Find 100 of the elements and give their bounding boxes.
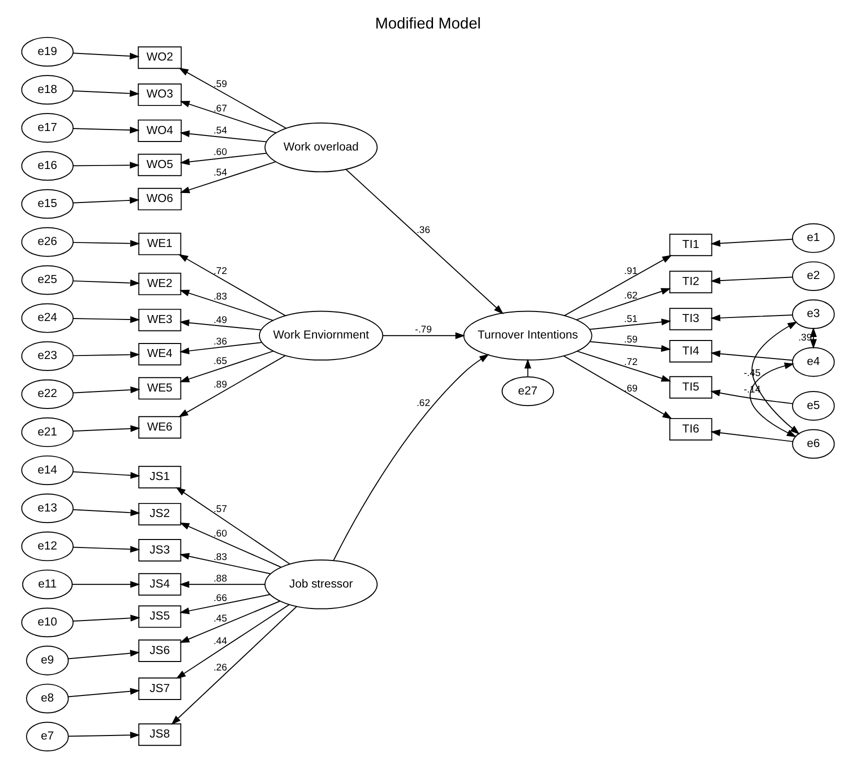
arrow	[72, 240, 140, 247]
arrow	[72, 509, 140, 516]
node-ellipse: e18	[20, 75, 74, 105]
node-ellipse: Turnover Intentions	[462, 310, 592, 361]
node-box: TI2	[668, 270, 712, 294]
edge-label: .36	[416, 225, 430, 236]
arrow	[710, 314, 793, 322]
node-ellipse: e26	[20, 227, 74, 257]
node-box: JS5	[138, 605, 181, 628]
node-box: WO3	[137, 83, 182, 106]
node-box: TI5	[668, 376, 712, 399]
arrow	[72, 90, 140, 97]
node-ellipse: e14	[20, 455, 74, 486]
arrow	[72, 386, 140, 394]
node-box: JS1	[138, 466, 181, 488]
arrow	[72, 162, 140, 169]
edge-label: .69	[623, 383, 638, 394]
arrow	[179, 161, 276, 194]
edge-label: .45	[212, 613, 227, 624]
node-box: WO6	[137, 188, 182, 210]
node-ellipse: e16	[20, 151, 74, 181]
arrow	[67, 732, 140, 739]
edge-label: .91	[623, 266, 638, 278]
edge-label: .51	[623, 314, 638, 325]
node-box: TI4	[668, 340, 712, 362]
node-box: WE1	[138, 232, 181, 256]
node-box: WE4	[138, 342, 181, 366]
node-ellipse: e10	[20, 608, 74, 638]
edge-label: .72	[623, 356, 638, 368]
edge-label: .59	[212, 78, 227, 90]
arrow	[178, 68, 286, 129]
edge-label: .49	[212, 314, 227, 326]
arrow	[751, 322, 800, 434]
node-ellipse: e5	[792, 391, 834, 421]
node-ellipse: e21	[20, 417, 74, 448]
arrow	[382, 332, 465, 340]
node-box: TI6	[668, 418, 712, 441]
arrow	[710, 390, 793, 404]
node-box: WE6	[138, 416, 181, 439]
edge-label: .88	[212, 573, 227, 584]
arrow	[524, 358, 531, 377]
arrow	[178, 594, 270, 614]
node-box: JS2	[138, 502, 181, 526]
arrow	[576, 350, 671, 382]
arrow	[178, 580, 265, 588]
arrow	[175, 604, 290, 679]
arrow	[179, 130, 266, 142]
edge-label: .65	[212, 356, 227, 367]
edge-label: .59	[623, 334, 638, 346]
node-box: JS4	[138, 573, 181, 596]
arrow	[67, 688, 140, 698]
diagram-title: Modified Model	[374, 15, 480, 32]
edge-label: .89	[212, 379, 227, 390]
arrow	[72, 546, 140, 553]
node-box: WO5	[137, 154, 182, 176]
edge-label: .62	[416, 398, 430, 409]
arrow	[72, 614, 140, 622]
node-box: JS7	[138, 678, 181, 700]
node-box: WO2	[137, 46, 182, 69]
arrow	[72, 471, 140, 479]
node-box: JS3	[138, 539, 181, 562]
node-ellipse: e24	[20, 303, 74, 333]
node-ellipse: e6	[792, 429, 834, 459]
node-ellipse: e2	[792, 261, 834, 291]
arrow	[179, 152, 266, 166]
arrow	[589, 341, 670, 352]
arrow	[179, 350, 274, 382]
node-ellipse: e4	[792, 347, 834, 377]
arrow	[72, 126, 140, 134]
edge-label: .62	[623, 290, 638, 302]
arrow	[170, 606, 297, 725]
arrow	[72, 196, 140, 204]
node-ellipse: e15	[20, 189, 74, 219]
edge-label: .36	[212, 336, 227, 348]
arrow	[809, 327, 816, 349]
node-box: JS8	[138, 723, 181, 746]
arrow	[178, 254, 286, 316]
arrow	[710, 238, 793, 247]
node-ellipse: e25	[20, 265, 74, 295]
arrow	[576, 288, 670, 320]
node-ellipse: e13	[20, 493, 74, 524]
arrow	[710, 429, 793, 442]
node-ellipse: e12	[20, 532, 74, 562]
node-ellipse: e22	[20, 379, 74, 409]
arrow	[72, 52, 140, 60]
node-ellipse: Work overload	[264, 122, 378, 172]
edge-label: .83	[212, 552, 227, 564]
arrow	[588, 318, 671, 330]
arrow	[179, 600, 280, 643]
node-box: TI3	[668, 308, 712, 330]
node-ellipse: e23	[20, 341, 74, 371]
edge-label: .83	[212, 292, 227, 303]
node-box: TI1	[668, 234, 712, 256]
arrow	[178, 319, 261, 330]
arrow	[562, 355, 672, 420]
node-ellipse: e17	[20, 113, 74, 143]
arrow	[179, 522, 281, 568]
node-ellipse: Work Enviornment	[258, 310, 383, 361]
arrow	[72, 316, 140, 323]
arrow	[564, 254, 672, 316]
